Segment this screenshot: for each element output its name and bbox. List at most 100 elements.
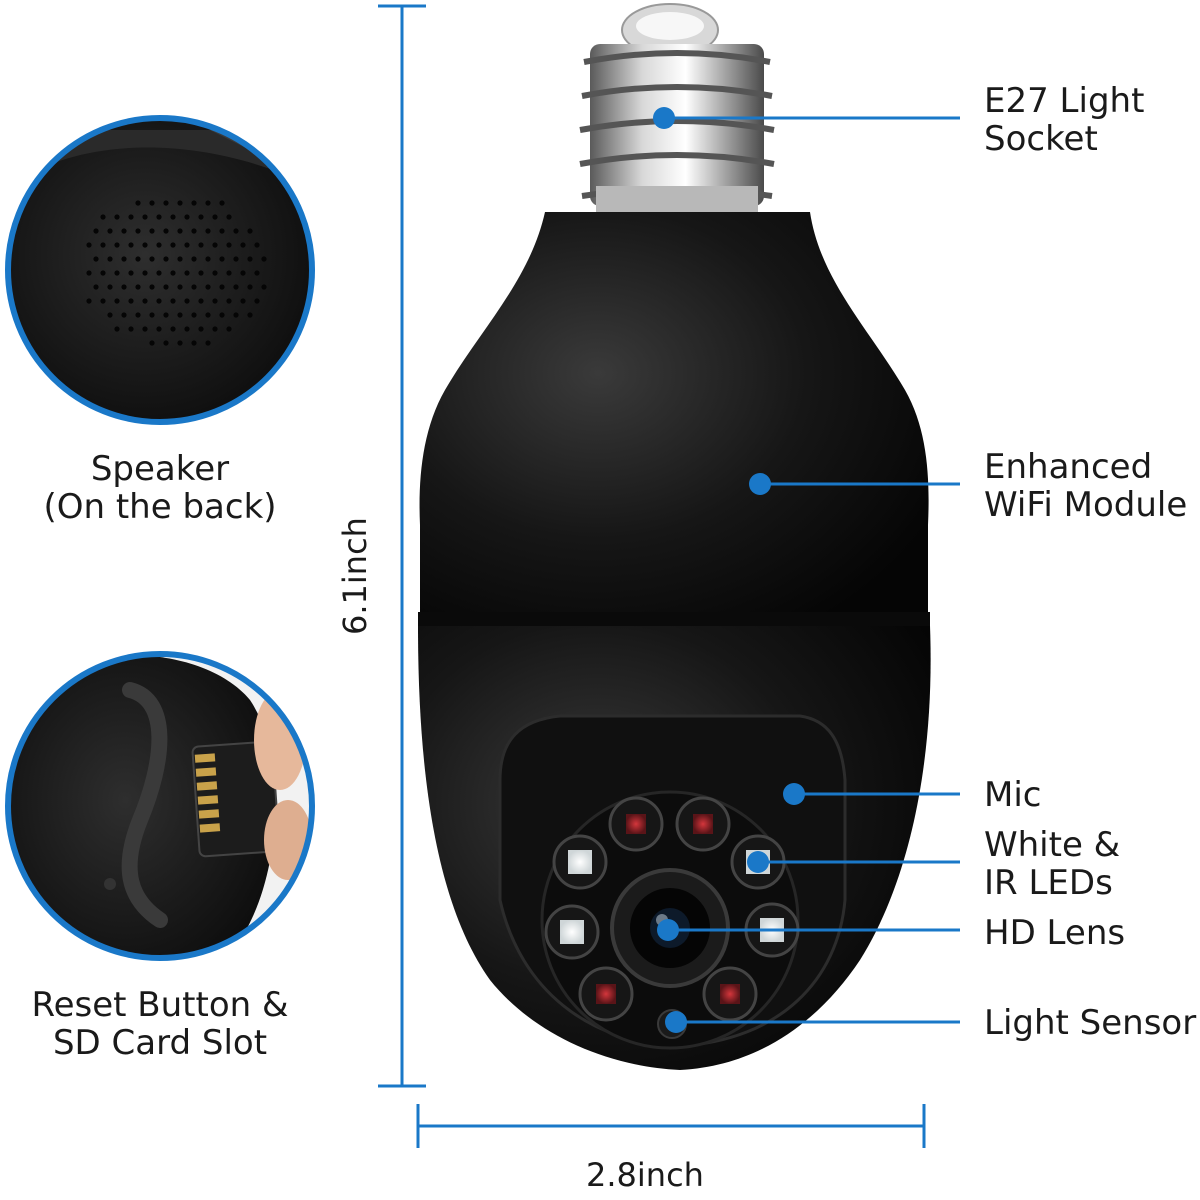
label-leds-line2: IR LEDs — [984, 863, 1113, 903]
speaker-hole — [100, 214, 106, 220]
speaker-hole — [114, 242, 120, 248]
speaker-hole — [198, 270, 204, 276]
speaker-hole — [205, 312, 211, 318]
speaker-hole — [240, 270, 246, 276]
speaker-hole — [184, 270, 190, 276]
speaker-hole — [149, 256, 155, 262]
speaker-hole — [184, 298, 190, 304]
label-socket: E27 Light Socket — [984, 82, 1144, 158]
speaker-hole — [135, 256, 141, 262]
speaker-hole — [121, 312, 127, 318]
speaker-hole — [191, 256, 197, 262]
width-dimension — [416, 1104, 926, 1148]
speaker-hole — [86, 298, 92, 304]
speaker-hole — [128, 326, 134, 332]
speaker-hole — [247, 228, 253, 234]
speaker-hole — [247, 256, 253, 262]
speaker-hole — [219, 256, 225, 262]
speaker-hole — [114, 298, 120, 304]
speaker-hole — [128, 298, 134, 304]
callout-mic — [783, 783, 960, 805]
label-wifi: Enhanced WiFi Module — [984, 448, 1187, 524]
speaker-hole — [135, 312, 141, 318]
speaker-hole — [114, 326, 120, 332]
speaker-hole — [121, 256, 127, 262]
speaker-hole — [233, 312, 239, 318]
speaker-hole — [219, 312, 225, 318]
speaker-hole — [93, 228, 99, 234]
speaker-hole — [219, 228, 225, 234]
speaker-hole — [100, 298, 106, 304]
speaker-hole — [240, 242, 246, 248]
speaker-hole — [177, 256, 183, 262]
speaker-hole — [156, 298, 162, 304]
speaker-hole — [156, 270, 162, 276]
speaker-hole — [247, 284, 253, 290]
speaker-hole — [226, 214, 232, 220]
label-lens: HD Lens — [984, 913, 1126, 953]
speaker-hole — [261, 256, 267, 262]
speaker-hole — [114, 214, 120, 220]
speaker-hole — [205, 284, 211, 290]
speaker-hole — [86, 270, 92, 276]
speaker-hole — [198, 214, 204, 220]
label-sensor: Light Sensor — [984, 1003, 1197, 1043]
speaker-hole — [86, 242, 92, 248]
speaker-hole — [149, 228, 155, 234]
callout-lens — [657, 919, 960, 941]
speaker-hole — [93, 284, 99, 290]
speaker-grille — [86, 200, 267, 346]
speaker-hole — [177, 340, 183, 346]
speaker-hole — [128, 270, 134, 276]
speaker-hole — [114, 270, 120, 276]
speaker-hole — [107, 256, 113, 262]
speaker-hole — [184, 326, 190, 332]
speaker-hole — [170, 270, 176, 276]
speaker-hole — [247, 312, 253, 318]
speaker-hole — [191, 228, 197, 234]
speaker-hole — [107, 312, 113, 318]
speaker-hole — [184, 214, 190, 220]
speaker-hole — [198, 326, 204, 332]
callout-wifi — [749, 473, 960, 495]
speaker-hole — [212, 242, 218, 248]
speaker-hole — [198, 298, 204, 304]
width-label: 2.8inch — [586, 1156, 704, 1194]
speaker-hole — [177, 200, 183, 206]
speaker-hole — [226, 326, 232, 332]
speaker-hole — [254, 242, 260, 248]
speaker-hole — [163, 284, 169, 290]
speaker-hole — [128, 242, 134, 248]
label-reset-line1: Reset Button & — [31, 985, 289, 1025]
speaker-hole — [191, 284, 197, 290]
speaker-hole — [226, 270, 232, 276]
speaker-hole — [233, 284, 239, 290]
speaker-hole — [226, 242, 232, 248]
speaker-hole — [121, 228, 127, 234]
callout-sensor — [665, 1011, 960, 1033]
speaker-hole — [191, 200, 197, 206]
speaker-hole — [142, 214, 148, 220]
speaker-hole — [135, 228, 141, 234]
label-speaker-line2: (On the back) — [43, 487, 277, 527]
label-reset: Reset Button & SD Card Slot — [4, 986, 316, 1062]
speaker-hole — [142, 270, 148, 276]
label-wifi-line1: Enhanced — [984, 447, 1153, 487]
speaker-hole — [212, 326, 218, 332]
callout-leds — [747, 851, 960, 873]
speaker-hole — [212, 270, 218, 276]
speaker-hole — [170, 298, 176, 304]
speaker-hole — [142, 242, 148, 248]
speaker-hole — [191, 340, 197, 346]
reset-inset — [5, 651, 315, 961]
speaker-hole — [205, 200, 211, 206]
speaker-hole — [205, 256, 211, 262]
speaker-hole — [191, 312, 197, 318]
speaker-hole — [198, 242, 204, 248]
speaker-hole — [149, 200, 155, 206]
speaker-hole — [233, 228, 239, 234]
e27-thread — [579, 44, 775, 212]
speaker-hole — [163, 340, 169, 346]
